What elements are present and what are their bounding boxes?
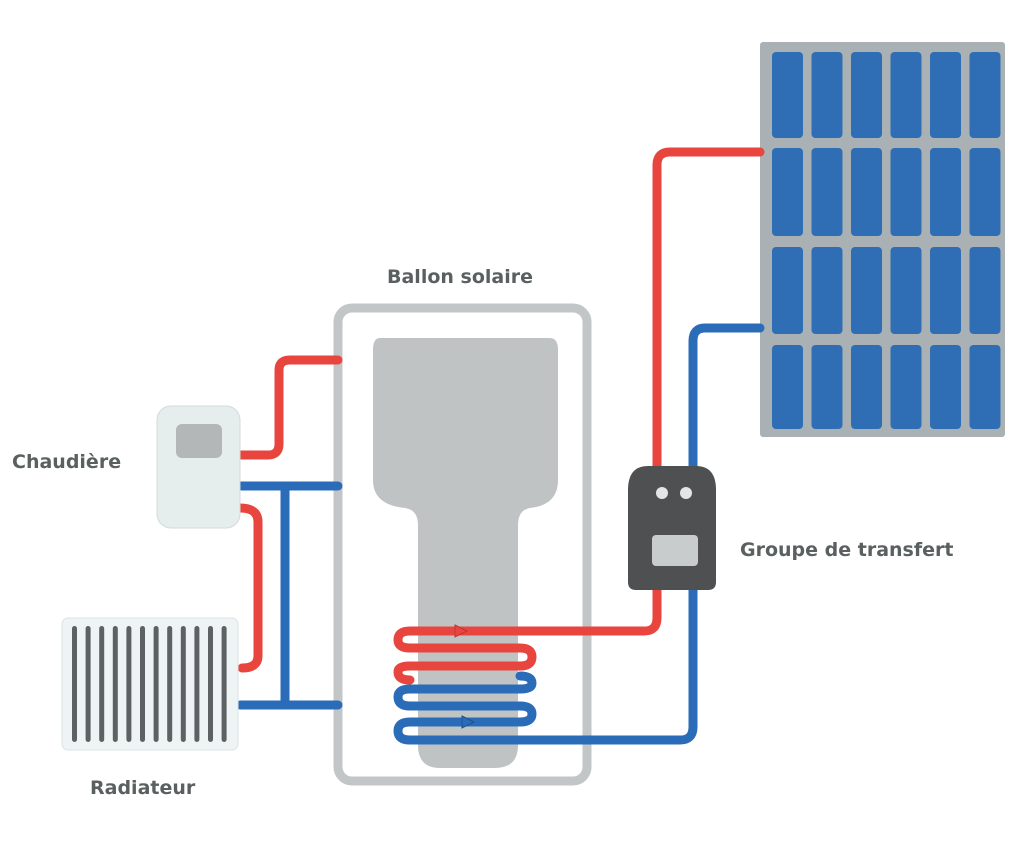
hot-pipes <box>235 147 765 685</box>
solar-cell <box>772 345 803 429</box>
radiator-fin <box>126 626 132 742</box>
radiator-fin <box>153 626 159 742</box>
tank-frame <box>333 303 592 786</box>
transfer-group-label: Groupe de transfert <box>740 539 954 561</box>
solar-cell <box>851 247 882 334</box>
radiator-fin <box>85 626 91 742</box>
solar-cell <box>811 148 843 236</box>
solar-cell <box>969 247 1001 334</box>
radiator-fin <box>194 626 200 742</box>
boiler-label: Chaudière <box>12 451 122 473</box>
solar-cell <box>930 345 961 429</box>
solar-cell <box>851 148 882 236</box>
radiator-fin <box>72 626 77 742</box>
cold-pipes <box>235 323 765 745</box>
solar-cell <box>930 148 961 236</box>
boiler <box>156 405 241 529</box>
solar-cell <box>890 247 922 334</box>
radiator-fin <box>167 626 173 742</box>
solar-cell <box>772 52 803 138</box>
solar-cell <box>890 52 922 138</box>
solar-cell <box>811 247 843 334</box>
tank-inner <box>373 338 558 768</box>
radiator-fin <box>99 626 105 742</box>
radiator-fin <box>180 626 186 742</box>
solar-cell <box>851 52 882 138</box>
transfer-group <box>628 466 716 590</box>
solar-cell <box>930 52 961 138</box>
radiator-fin <box>221 626 227 742</box>
radiator-fin <box>140 626 145 742</box>
radiator <box>61 617 239 751</box>
solar-cell <box>851 345 882 429</box>
radiator-fin <box>208 626 213 742</box>
solar-cell <box>969 148 1001 236</box>
solar-cell <box>811 345 843 429</box>
solar-cell <box>890 148 922 236</box>
solar-cell <box>969 52 1001 138</box>
solar-cell <box>969 345 1001 429</box>
tank-label: Ballon solaire <box>387 266 533 288</box>
flow-arrow-hot <box>454 624 469 638</box>
solar-cell <box>811 52 843 138</box>
solar-panel <box>760 42 1005 437</box>
solar-cell <box>930 247 961 334</box>
solar-cell <box>772 148 803 236</box>
radiator-label: Radiateur <box>90 777 196 799</box>
solar-cell <box>772 247 803 334</box>
solar-cell <box>890 345 922 429</box>
radiator-fin <box>112 626 118 742</box>
flow-arrow-cold <box>461 715 476 729</box>
